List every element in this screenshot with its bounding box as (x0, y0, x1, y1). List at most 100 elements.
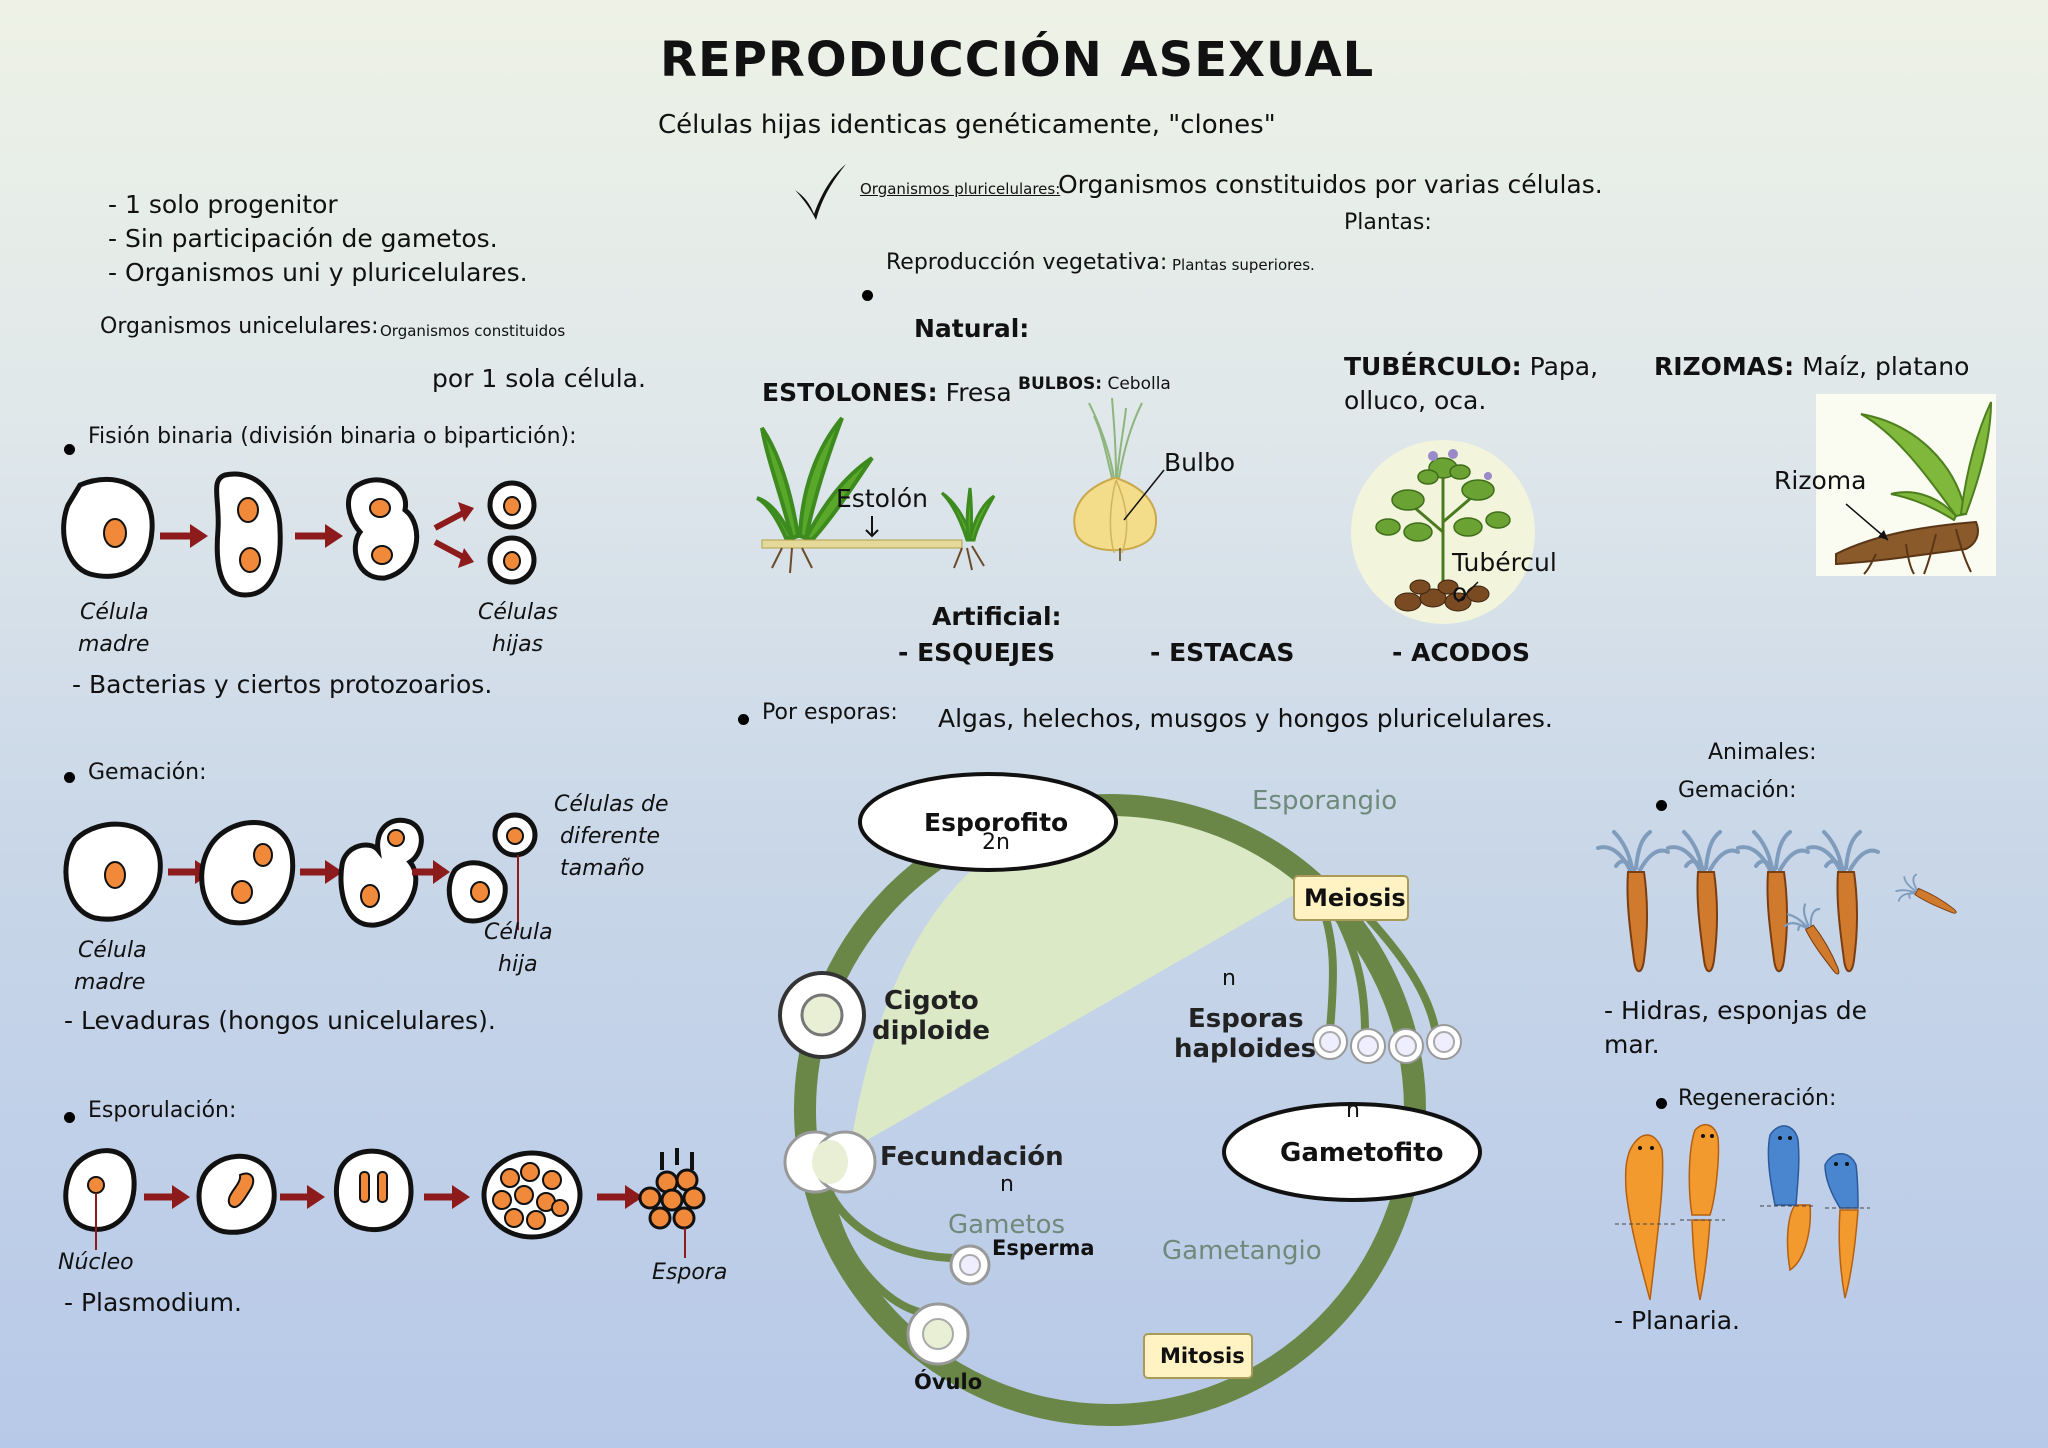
cell-icon (199, 820, 296, 926)
cell-icon (446, 812, 538, 930)
artificial-estacas: - ESTACAS (1150, 638, 1295, 667)
cell-icon (214, 471, 283, 598)
arrow-icon (597, 1185, 643, 1209)
gemacion-label-mother-2: madre (74, 970, 146, 995)
esporulacion-example: - Plasmodium. (64, 1288, 242, 1317)
bullet-icon (64, 772, 75, 783)
esporangio-label: Esporangio (1252, 786, 1398, 816)
fision-label-mother-1: Célula (80, 600, 149, 625)
fision-label-mother-2: madre (78, 632, 150, 657)
esporulacion-label-espora: Espora (652, 1260, 728, 1285)
spores-ploidy: n (1222, 966, 1236, 991)
esporofito-bubble (858, 772, 1118, 872)
gametofito-bubble (1222, 1102, 1482, 1202)
tuberculo-example-1: Papa, (1529, 352, 1599, 381)
gemacion-diagram (63, 812, 538, 930)
tuberculo-image-label-2: o (1452, 578, 1468, 607)
animales-label: Animales: (1708, 740, 1817, 765)
mitosis-box (1143, 1333, 1253, 1379)
esperma-label: Esperma (992, 1236, 1095, 1260)
rhizome-icon (1816, 394, 1996, 576)
fision-example: - Bacterias y ciertos protozoarios. (72, 670, 493, 699)
esporulacion-heading: Esporulación: (88, 1098, 237, 1123)
gametangio-label: Gametangio (1162, 1236, 1322, 1266)
meiosis-box (1293, 875, 1409, 921)
pluricelular-label: Organismos pluricelulares: (860, 180, 1061, 198)
estolon-image-label: Estolón (836, 484, 929, 513)
esporofito-label: Esporofito (924, 808, 1069, 837)
esporulacion-diagram (63, 1148, 706, 1258)
check-icon (795, 164, 846, 220)
bulbos-example: Cebolla (1107, 374, 1171, 394)
fecundacion-ploidy: n (1000, 1172, 1014, 1197)
gametos-label: Gametos (948, 1210, 1066, 1240)
onion-icon (1073, 397, 1165, 561)
rizoma-image-label: Rizoma (1774, 466, 1867, 495)
artificial-acodos: - ACODOS (1392, 638, 1531, 667)
gemacion-label-daughter-2: hija (498, 952, 538, 977)
plant-icon (755, 416, 996, 574)
animales-gemacion-heading: Gemación: (1678, 778, 1797, 803)
feature-gametos: - Sin participación de gametos. (108, 224, 498, 253)
gemacion-example: - Levaduras (hongos unicelulares). (64, 1006, 496, 1035)
natural-label: Natural: (914, 314, 1030, 343)
mitosis-label: Mitosis (1160, 1344, 1245, 1368)
plantas-label: Plantas: (1344, 210, 1432, 235)
unicelular-label: Organismos unicelulares: (100, 314, 379, 339)
hydra-icon (1596, 830, 1964, 987)
arrow-icon (295, 524, 343, 548)
artificial-esquejes: - ESQUEJES (898, 638, 1056, 667)
cell-icon (196, 1153, 277, 1235)
bulbos-label: BULBOS: (1018, 374, 1103, 394)
arrow-icon (280, 1185, 325, 1209)
fertilization-icon (783, 1130, 877, 1194)
potato-plant-icon (1351, 440, 1535, 624)
cell-icon (61, 476, 155, 579)
sporophyte-phase-area (850, 810, 1320, 1150)
esporas-haploides-2: haploides (1174, 1034, 1317, 1064)
regeneracion-heading: Regeneración: (1678, 1086, 1837, 1111)
gemacion-label-mother-1: Célula (78, 938, 147, 963)
gamete-branches (821, 1178, 966, 1318)
arrow-icon (424, 1185, 470, 1209)
sperm-icon (949, 1244, 991, 1286)
bullet-icon (1656, 1098, 1667, 1109)
spore-icon (1312, 1024, 1462, 1064)
tuberculo-example-2: olluco, oca. (1344, 386, 1487, 415)
unicelular-desc-2: por 1 sola célula. (432, 364, 646, 393)
vegetativa-label: Reproducción vegetativa: (886, 250, 1168, 275)
bullet-icon (862, 290, 873, 301)
bullet-icon (1656, 800, 1667, 811)
rizomas-example: Maíz, platano (1802, 352, 1970, 381)
planaria-example: - Planaria. (1614, 1306, 1740, 1335)
pluricelular-desc: Organismos constituidos por varias célul… (1058, 170, 1603, 199)
tuberculo-image-label-1: Tubércul (1452, 548, 1557, 577)
animales-gemacion-example-1: - Hidras, esponjas de (1604, 996, 1868, 1025)
page-subtitle: Células hijas identicas genéticamente, "… (658, 110, 1276, 140)
zygote-icon (778, 971, 866, 1059)
gemacion-label-daughter-1: Célula (484, 920, 553, 945)
esporofito-ploidy: 2n (982, 830, 1010, 855)
animales-gemacion-example-2: mar. (1604, 1030, 1660, 1059)
cigoto-label-2: diploide (872, 1016, 991, 1046)
gemacion-label-diff-1: Células de (554, 792, 669, 817)
ovulo-label: Óvulo (914, 1370, 983, 1394)
bullet-icon (64, 444, 75, 455)
rizomas-label: RIZOMAS: (1654, 352, 1795, 381)
fision-heading: Fisión binaria (división binaria o bipar… (88, 424, 577, 449)
bullet-icon (738, 714, 749, 725)
arrow-icon (412, 860, 450, 884)
arrow-icon (144, 1185, 190, 1209)
meiosis-label: Meiosis (1304, 884, 1406, 912)
gametofito-label: Gametofito (1280, 1138, 1444, 1168)
artificial-label: Artificial: (932, 602, 1062, 631)
arrow-icon (433, 502, 474, 568)
bulbo-image-label: Bulbo (1164, 448, 1236, 477)
fecundacion-label: Fecundación (880, 1142, 1064, 1172)
gemacion-label-diff-3: tamaño (560, 856, 645, 881)
cell-icon (346, 477, 420, 581)
estolones-example: Fresa (945, 378, 1012, 407)
esporas-haploides-1: Esporas (1188, 1004, 1304, 1034)
page-title: REPRODUCCIÓN ASEXUAL (660, 32, 1375, 88)
cell-icon (63, 821, 163, 922)
